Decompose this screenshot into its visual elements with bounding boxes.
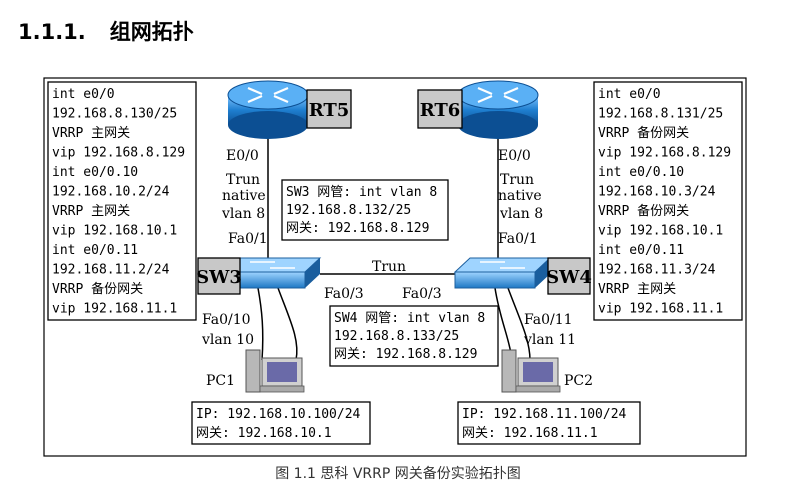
rt5-config-line: vip 192.168.10.1 — [52, 224, 177, 239]
pc1-label: PC1 — [206, 373, 235, 389]
rt5-config-line: int e0/0.11 — [52, 243, 138, 258]
sw3-mgmt-lines: SW3 网管: int vlan 8 192.168.8.132/25 网关: … — [286, 185, 437, 236]
switch-arrows-icon — [250, 261, 295, 269]
rt6-config-lines: int e0/0 192.168.8.131/25 VRRP 备份网关 vip … — [598, 87, 731, 317]
pc2-info-line: IP: 192.168.11.100/24 — [462, 407, 627, 422]
switch-sw3[interactable]: SW3 — [196, 257, 322, 295]
outer-frame — [43, 77, 747, 457]
link-labels: E0/0 Trun native vlan 8 E0/0 Trun native… — [201, 148, 576, 348]
rt5-config-line: vip 192.168.11.1 — [52, 302, 177, 317]
rt5-config-line: vip 192.168.8.129 — [52, 146, 185, 161]
rt6-config-line: vip 192.168.11.1 — [598, 302, 723, 317]
sw3-mgmt-line: SW3 网管: int vlan 8 — [286, 185, 437, 200]
sw4-vlan-label: vlan 11 — [523, 332, 576, 348]
sw3-mgmt-line: 网关: 192.168.8.129 — [286, 221, 429, 236]
link-sw4-pc2-curve — [507, 287, 531, 361]
rt6-vlan-label: vlan 8 — [499, 206, 543, 222]
section-title: 组网拓扑 — [109, 20, 194, 44]
rt6-config-line: VRRP 主网关 — [598, 282, 676, 297]
rt5-config-line: 192.168.10.2/24 — [52, 185, 170, 200]
pc1-info-line: IP: 192.168.10.100/24 — [196, 407, 361, 422]
sw3-fa010-label: Fa0/10 — [202, 312, 251, 328]
switch-arrows-icon — [480, 261, 525, 269]
pc2-info-line: 网关: 192.168.11.1 — [462, 426, 598, 441]
rt6-config-line: 192.168.10.3/24 — [598, 185, 716, 200]
rt6-config-line: 192.168.11.3/24 — [598, 263, 716, 278]
pc2-label: PC2 — [564, 373, 593, 389]
rt5-trunk-label: Trun — [226, 172, 260, 188]
rt6-config-line: VRRP 备份网关 — [598, 203, 689, 219]
sw4-mgmt-lines: SW4 网管: int vlan 8 192.168.8.133/25 网关: … — [334, 311, 485, 362]
rt5-config-line: 192.168.11.2/24 — [52, 263, 170, 278]
rt6-config-line: vip 192.168.10.1 — [598, 224, 723, 239]
pc2-info-lines: IP: 192.168.11.100/24 网关: 192.168.11.1 — [462, 407, 627, 441]
pc1-info-line: 网关: 192.168.10.1 — [196, 426, 332, 441]
rt5-config-line: 192.168.8.130/25 — [52, 107, 177, 122]
rt6-config-box — [593, 81, 743, 321]
rt6-config-line: int e0/0.10 — [598, 165, 684, 180]
pc2[interactable]: PC2 — [501, 349, 593, 393]
rt5-config-line: int e0/0 — [52, 87, 115, 102]
sw4-mgmt-line: 192.168.8.133/25 — [334, 329, 459, 344]
sw4-fa011-label: Fa0/11 — [524, 312, 573, 328]
rt5-config-lines: int e0/0 192.168.8.130/25 VRRP 主网关 vip 1… — [52, 87, 185, 317]
pc-tower-icon — [245, 349, 261, 393]
rt6-port-label: E0/0 — [498, 148, 531, 164]
sw4-fa03-label: Fa0/3 — [402, 286, 442, 302]
sw3-fa03-label: Fa0/3 — [324, 286, 364, 302]
sw4-mgmt-box — [329, 305, 499, 367]
sw4-uplink-label: Fa0/1 — [498, 231, 538, 247]
sw4-label: SW4 — [546, 267, 592, 288]
sw4-mgmt-line: SW4 网管: int vlan 8 — [334, 311, 485, 326]
rt5-config-line: VRRP 主网关 — [52, 126, 130, 141]
pc1[interactable]: PC1 — [206, 349, 305, 393]
figure-caption: 图 1.1 思科 VRRP 网关备份实验拓扑图 — [275, 465, 521, 482]
rt5-label: RT5 — [309, 100, 350, 121]
rt5-config-box — [47, 81, 197, 321]
sw3-vlan-label: vlan 10 — [201, 332, 254, 348]
pc1-info-box — [191, 401, 371, 445]
section-heading: 1.1.1. 组网拓扑 — [18, 16, 194, 46]
rt5-config-line: int e0/0.10 — [52, 165, 138, 180]
sw3-mgmt-line: 192.168.8.132/25 — [286, 203, 411, 218]
router-rt6[interactable]: RT6 — [417, 80, 539, 139]
rt6-config-line: int e0/0.11 — [598, 243, 684, 258]
switch-sw4[interactable]: SW4 — [453, 257, 592, 295]
section-number: 1.1.1. — [18, 20, 86, 44]
sw4-label-box — [547, 257, 591, 295]
sw3-mgmt-box — [281, 179, 449, 241]
router-arrows-icon — [477, 86, 519, 104]
sw3-uplink-label: Fa0/1 — [228, 231, 268, 247]
sw4-mgmt-line: 网关: 192.168.8.129 — [334, 347, 477, 362]
pc2-info-box — [457, 401, 641, 445]
rt5-label-box — [306, 89, 352, 129]
rt6-config-line: 192.168.8.131/25 — [598, 107, 723, 122]
link-sw3-pc1-curve — [277, 287, 298, 361]
rt5-port-label: E0/0 — [226, 148, 259, 164]
sw3-label: SW3 — [196, 267, 242, 288]
rt6-native-label: native — [498, 188, 542, 204]
rt6-label-box — [417, 89, 463, 129]
pc1-info-lines: IP: 192.168.10.100/24 网关: 192.168.10.1 — [196, 407, 361, 441]
router-rt5[interactable]: RT5 — [227, 80, 352, 139]
pc-tower-icon — [501, 349, 517, 393]
router-arrows-icon — [247, 86, 289, 104]
rt6-config-line: int e0/0 — [598, 87, 661, 102]
sw3-label-box — [197, 257, 241, 295]
rt5-config-line: VRRP 主网关 — [52, 204, 130, 219]
rt6-label: RT6 — [420, 100, 461, 121]
link-sw3-pc1 — [257, 287, 264, 361]
rt5-native-label: native — [222, 188, 266, 204]
sw-trunk-label: Trun — [372, 259, 406, 275]
rt6-trunk-label: Trun — [500, 172, 534, 188]
rt6-config-line: vip 192.168.8.129 — [598, 146, 731, 161]
rt5-vlan-label: vlan 8 — [221, 206, 265, 222]
rt5-config-line: VRRP 备份网关 — [52, 281, 143, 297]
rt6-config-line: VRRP 备份网关 — [598, 125, 689, 141]
